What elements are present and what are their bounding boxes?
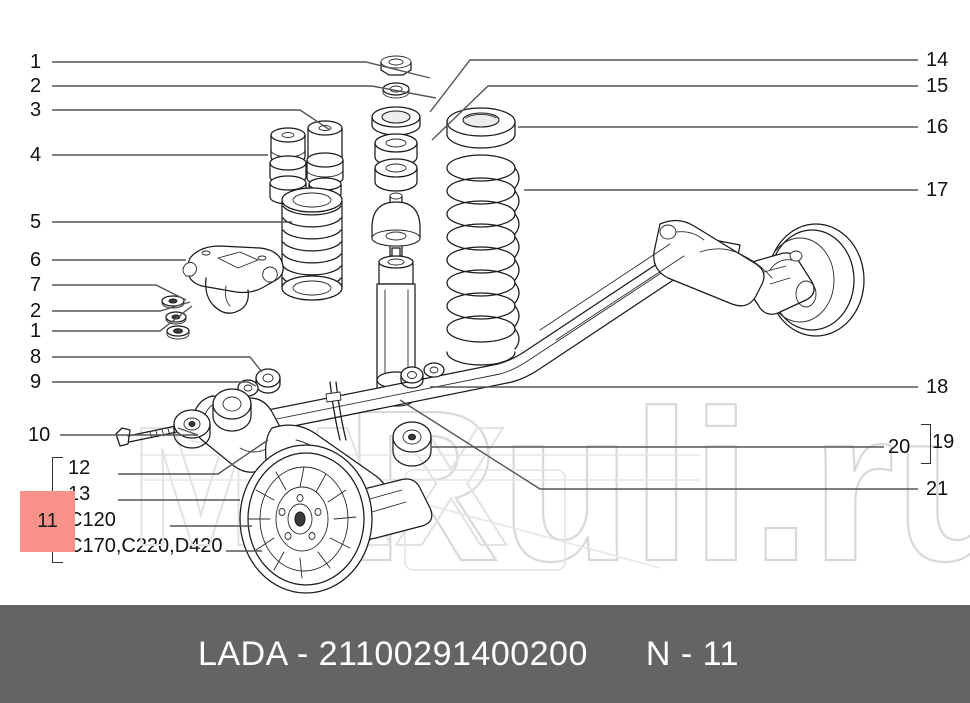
watermark-primary-text: Ruli.ru xyxy=(345,365,970,605)
part-bushing-18 xyxy=(400,362,445,389)
part-mounting-bracket xyxy=(182,245,284,314)
part-small-hardware xyxy=(161,295,190,340)
part-bushing-20 xyxy=(392,421,432,467)
callout-pair-bracket xyxy=(921,424,931,464)
highlighted-item-11[interactable]: 11 xyxy=(20,491,75,552)
group-row-c120[interactable]: C120 xyxy=(68,509,116,531)
callout-right-21[interactable]: 21 xyxy=(926,478,949,500)
callout-left-3[interactable]: 3 xyxy=(30,99,42,121)
callout-right-16[interactable]: 16 xyxy=(926,116,949,138)
part-bump-stop-left xyxy=(269,127,307,205)
callout-left-10[interactable]: 10 xyxy=(28,424,51,446)
callout-leader-lines xyxy=(52,59,918,552)
part-bushing-cluster xyxy=(173,388,252,449)
callout-right-19[interactable]: 19 xyxy=(932,431,955,453)
beam-shading xyxy=(539,243,685,341)
callout-left-2-repeat[interactable]: 2 xyxy=(30,300,42,322)
highlighted-item-number: 11 xyxy=(37,510,58,532)
part-upper-mount-assembly xyxy=(371,106,421,192)
callout-right-18[interactable]: 18 xyxy=(926,376,949,398)
footer-bar: LADA - 21100291400200 N - 11 xyxy=(0,605,970,703)
part-rear-hub-assembly xyxy=(653,219,865,337)
part-spring-seat xyxy=(446,107,516,149)
part-bushing-pair-upper xyxy=(237,368,281,397)
callout-left-2[interactable]: 2 xyxy=(30,75,42,97)
callout-left-1-repeat[interactable]: 1 xyxy=(30,320,42,342)
callout-left-4[interactable]: 4 xyxy=(30,144,42,166)
footer-content: LADA - 21100291400200 N - 11 xyxy=(198,635,739,674)
callout-left-1[interactable]: 1 xyxy=(30,51,42,73)
diagram-drawing-area: Ruli.ru MAX xyxy=(20,49,970,605)
grouped-part-codes: 12 13 C120 C170,C220,D420 xyxy=(52,455,282,565)
callout-right-17[interactable]: 17 xyxy=(926,179,949,201)
callout-right-15[interactable]: 15 xyxy=(926,75,949,97)
part-link-rod xyxy=(325,381,347,441)
callout-left-7[interactable]: 7 xyxy=(30,274,42,296)
footer-sheet-code: N - 11 xyxy=(645,634,739,673)
callout-right-14[interactable]: 14 xyxy=(926,49,949,71)
leaders-group xyxy=(118,439,269,552)
part-shock-absorber xyxy=(371,192,421,407)
part-brake-drum xyxy=(239,444,373,594)
part-top-nut xyxy=(380,55,412,76)
part-coil-spring xyxy=(446,154,520,366)
footer-part-number: LADA - 21100291400200 xyxy=(198,634,588,673)
group-row-c170-c220-d420[interactable]: C170,C220,D420 xyxy=(68,535,223,557)
group-row-12[interactable]: 12 xyxy=(68,457,91,479)
leaders-right xyxy=(399,59,918,490)
callout-right-20[interactable]: 20 xyxy=(888,436,911,458)
part-dust-boot xyxy=(281,187,343,301)
callout-left-9[interactable]: 9 xyxy=(30,371,42,393)
callout-left-6[interactable]: 6 xyxy=(30,249,42,271)
callout-left-5[interactable]: 5 xyxy=(30,211,42,233)
callout-number-layer: 1 2 3 4 5 6 7 2 1 8 9 10 14 15 16 17 18 … xyxy=(28,49,955,500)
callout-left-8[interactable]: 8 xyxy=(30,346,42,368)
leaders-left xyxy=(52,61,437,436)
